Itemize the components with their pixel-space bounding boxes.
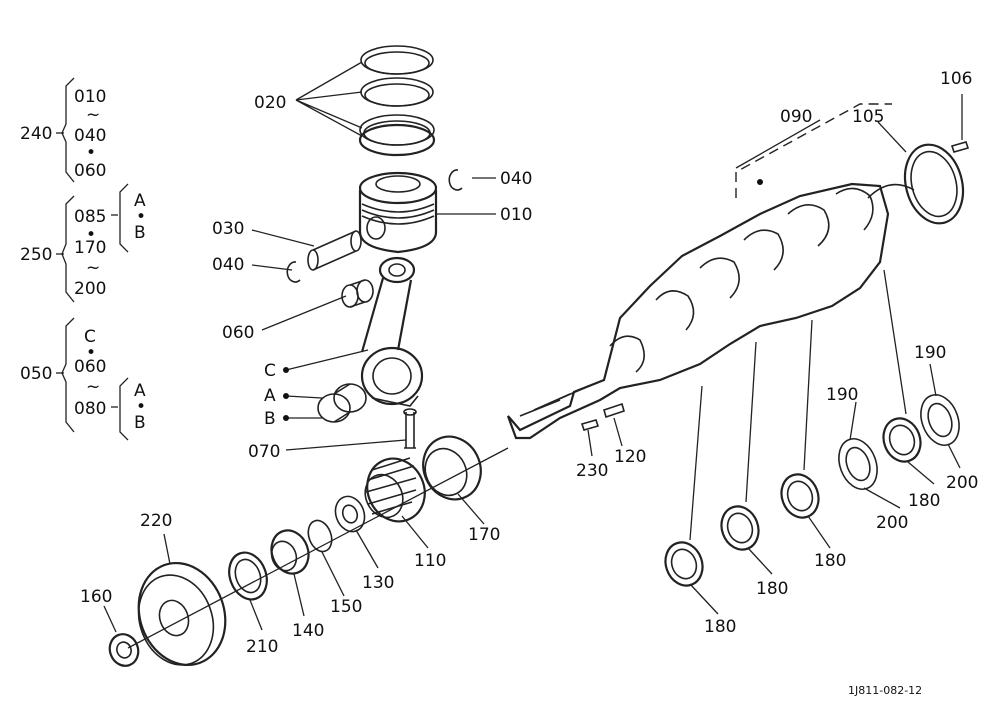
legend-240-040: 040	[74, 126, 106, 146]
label-030: 030	[212, 219, 244, 239]
seal-210-drawing	[228, 551, 268, 601]
label-040-upper: 040	[500, 169, 532, 189]
main-bearing-180-3-drawing	[780, 473, 820, 519]
main-bearing-180-4-drawing	[882, 417, 922, 463]
legend-240-tilde: ~	[86, 105, 100, 125]
label-190-rear: 190	[914, 343, 946, 363]
connecting-rod-drawing	[360, 256, 424, 407]
label-180-thrust: 180	[908, 491, 940, 511]
front-bearing-170-drawing	[422, 435, 482, 501]
legend-240-id: 240	[20, 124, 52, 144]
legend-050-dot: •	[86, 343, 96, 363]
legend-250-A: A	[134, 191, 146, 211]
rear-oil-seal-drawing	[903, 143, 965, 225]
label-106: 106	[940, 69, 972, 89]
legend-050-060: 060	[74, 357, 106, 377]
label-130: 130	[362, 573, 394, 593]
big-end-bearing-drawing	[317, 383, 367, 423]
label-070: 070	[248, 442, 280, 462]
label-A: A	[264, 386, 276, 406]
part-labels: 020 040 010 030 040 060 C A B 070 090 10…	[80, 69, 978, 657]
o-ring-150-drawing	[307, 519, 333, 553]
label-160: 160	[80, 587, 112, 607]
label-230: 230	[576, 461, 608, 481]
piston-pin-drawing	[307, 230, 362, 271]
legend-050-B: B	[134, 413, 146, 433]
label-180-2: 180	[756, 579, 788, 599]
rod-bolt-drawing	[403, 408, 417, 449]
legend-240-010: 010	[74, 87, 106, 107]
small-end-bushing-drawing	[341, 279, 374, 308]
label-200-front: 200	[876, 513, 908, 533]
legend-240-060: 060	[74, 161, 106, 181]
assembly-bracket-090	[735, 103, 892, 198]
label-105: 105	[852, 107, 884, 127]
legend-250-085: 085	[74, 207, 106, 227]
assembly-arrows	[689, 269, 907, 541]
legend-050-A: A	[134, 381, 146, 401]
label-060: 060	[222, 323, 254, 343]
plug-drawing	[950, 141, 970, 153]
label-140: 140	[292, 621, 324, 641]
legend-250-200: 200	[74, 279, 106, 299]
legend-250-tilde: ~	[86, 258, 100, 278]
label-C: C	[264, 361, 276, 381]
main-bearing-180-2-drawing	[720, 505, 760, 551]
piston-drawing	[358, 171, 438, 254]
crank-keys-drawing	[580, 402, 625, 431]
crank-gear-drawing	[364, 457, 426, 523]
legend-050-080: 080	[74, 399, 106, 419]
nut-160-drawing	[108, 633, 140, 667]
front-axis-line	[127, 447, 509, 649]
oil-slinger-140-drawing	[270, 529, 310, 575]
label-040-lower: 040	[212, 255, 244, 275]
label-200-rear: 200	[946, 473, 978, 493]
label-020: 020	[254, 93, 286, 113]
label-180-3: 180	[814, 551, 846, 571]
legend-250-170: 170	[74, 238, 106, 258]
collar-130-drawing	[334, 495, 366, 533]
label-170: 170	[468, 525, 500, 545]
label-B: B	[264, 409, 276, 429]
legend-250-B: B	[134, 223, 146, 243]
label-090: 090	[780, 107, 812, 127]
thrust-washer-rear-drawing	[920, 394, 960, 446]
legend-050-tilde: ~	[86, 377, 100, 397]
label-110: 110	[414, 551, 446, 571]
piston-rings-drawing	[358, 45, 436, 157]
thrust-washer-front-drawing	[838, 438, 878, 490]
legend-050-vdot: •	[136, 397, 146, 417]
drawing-code: 1J811-082-12	[848, 684, 922, 697]
legend-group-240: 240 010 ~ 040 • 060	[20, 77, 106, 183]
legend-group-050: 050 C • 060 ~ 080 A • B	[20, 317, 146, 441]
label-180-1: 180	[704, 617, 736, 637]
legend-group-250: 250 085 • 170 ~ 200 A • B	[20, 183, 146, 303]
pulley-220-drawing	[137, 561, 227, 667]
label-010: 010	[500, 205, 532, 225]
label-150: 150	[330, 597, 362, 617]
label-120: 120	[614, 447, 646, 467]
label-210: 210	[246, 637, 278, 657]
legend-250-id: 250	[20, 245, 52, 265]
legend-240-dot: •	[86, 143, 96, 163]
label-220: 220	[140, 511, 172, 531]
crankshaft-drawing	[506, 182, 915, 440]
label-190-front: 190	[826, 385, 858, 405]
legend-250-vdot: •	[136, 207, 146, 227]
leader-lines	[103, 61, 963, 633]
legend-250-dot: •	[86, 225, 96, 245]
main-bearing-180-1-drawing	[664, 541, 704, 587]
legend-050-id: 050	[20, 364, 52, 384]
legend-050-C: C	[84, 327, 96, 347]
circlips-drawing	[286, 169, 463, 283]
